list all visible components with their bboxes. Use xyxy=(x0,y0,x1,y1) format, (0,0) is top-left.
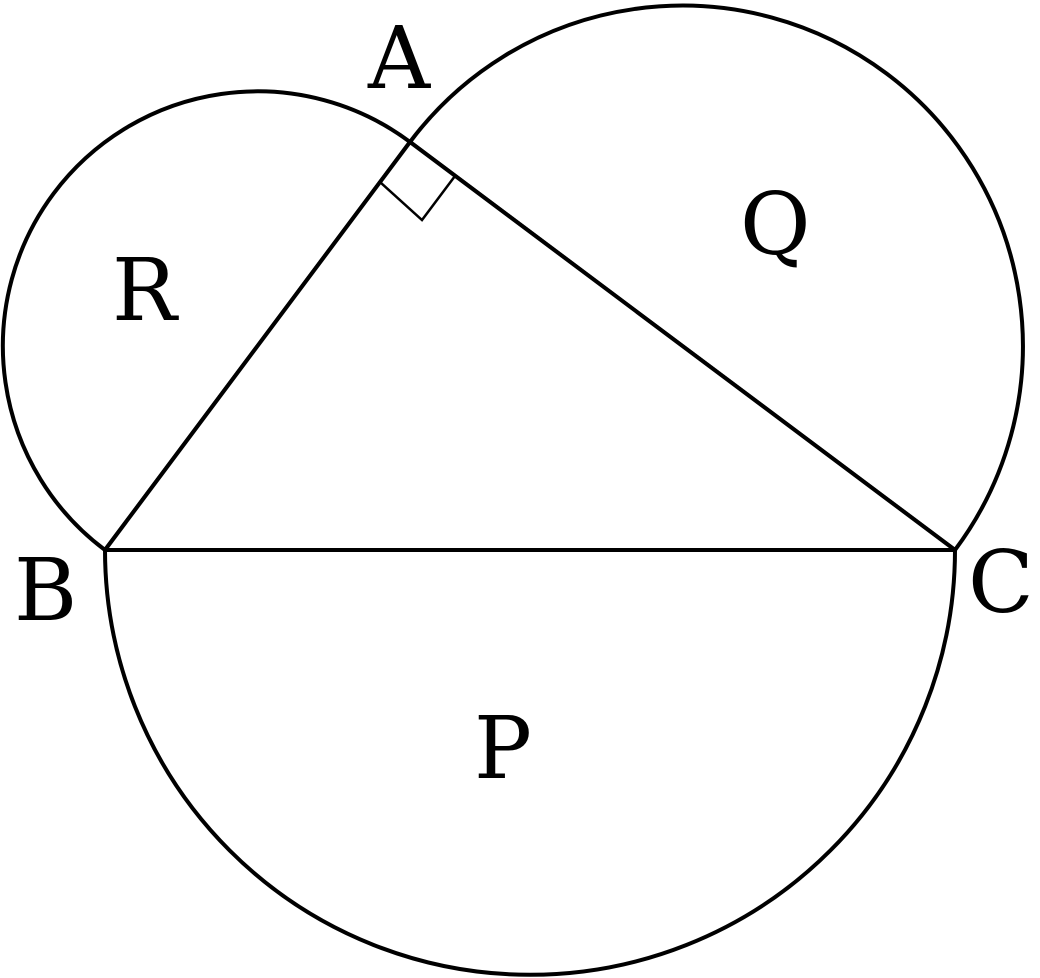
triangle-abc xyxy=(103,140,957,552)
region-label-q: Q xyxy=(740,175,811,275)
vertex-label-a: A xyxy=(367,9,431,109)
semicircle-r xyxy=(0,89,412,552)
vertex-label-c: C xyxy=(968,533,1034,633)
semicircle-p xyxy=(103,548,957,977)
region-label-r: R xyxy=(112,241,179,341)
vertex-label-b: B xyxy=(14,541,77,641)
semicircle-q xyxy=(408,3,1025,552)
region-label-p: P xyxy=(474,699,532,799)
right-angle-marker xyxy=(379,175,456,222)
